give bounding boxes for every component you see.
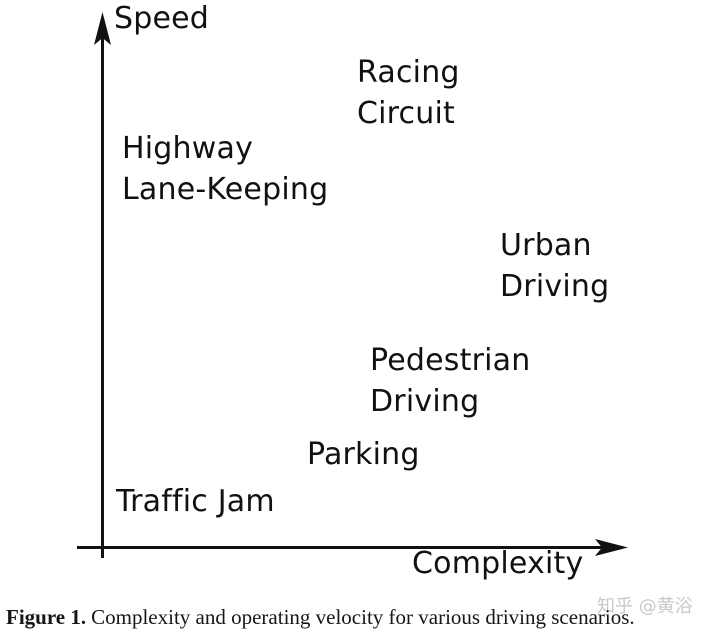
figure-caption: Figure 1.Complexity and operating veloci… xyxy=(6,604,718,631)
scenario-label-traffic-jam: Traffic Jam xyxy=(116,484,275,519)
y-axis-label: Speed xyxy=(114,1,210,36)
x-axis-label: Complexity xyxy=(412,546,584,581)
watermark: 知乎 @黄浴 xyxy=(597,596,693,617)
x-axis-arrowhead-icon xyxy=(595,539,628,556)
axes xyxy=(77,12,628,558)
scenario-label-parking: Parking xyxy=(307,437,420,472)
scenario-label-racing-circuit: Racing Circuit xyxy=(357,55,460,131)
figure-caption-number: Figure 1. xyxy=(6,605,87,629)
figure-caption-text: Complexity and operating velocity for va… xyxy=(91,605,635,629)
y-axis-arrowhead-icon xyxy=(94,12,111,45)
scenario-label-urban-driving: Urban Driving xyxy=(500,228,610,304)
scenario-label-pedestrian-driving: Pedestrian Driving xyxy=(370,343,531,419)
scenario-label-highway-lane-keeping: Highway Lane-Keeping xyxy=(122,131,329,207)
